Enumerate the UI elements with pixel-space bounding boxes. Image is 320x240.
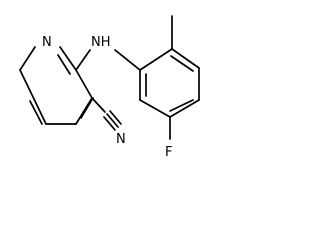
bond-c6-c1 [75, 69, 93, 99]
bond-c5-c6 [75, 97, 93, 125]
nitrile-nitrogen-label: N [116, 132, 126, 147]
bond-c1-n1-double [57, 54, 71, 75]
bond-c1-nh [75, 49, 91, 71]
bond-c3-c4 [33, 98, 47, 125]
bond-triple-1 [106, 113, 119, 128]
fluorine-label: F [165, 145, 172, 160]
bond-triple-2 [103, 116, 116, 131]
pyridine-ring [19, 46, 94, 125]
bond-a2-a3 [171, 48, 200, 69]
bond-triple-3 [109, 110, 122, 125]
molecule-structure-diagram: N NH N F [19, 15, 200, 160]
bond-c6-cn [91, 97, 106, 113]
nitrile-group [91, 97, 122, 131]
bond-a2-a3-double [170, 55, 194, 72]
fluorotoluene-ring [139, 48, 200, 118]
amine-linker [75, 49, 141, 71]
bond-nh-aryl [114, 49, 141, 71]
bond-a4-a5 [169, 99, 200, 118]
bond-c3-c4-double [29, 100, 43, 125]
bond-a1-a2 [139, 48, 173, 71]
bond-a4-a5-double [169, 99, 194, 112]
bond-c2-c3 [19, 69, 35, 100]
bond-c1-n1 [59, 46, 77, 71]
bond-c5-c6-double [80, 97, 94, 119]
amine-nh-label: NH [91, 35, 111, 50]
bond-n1-c2 [19, 46, 36, 71]
pyridine-nitrogen-label: N [42, 35, 52, 50]
bond-a5-a6 [139, 99, 171, 118]
